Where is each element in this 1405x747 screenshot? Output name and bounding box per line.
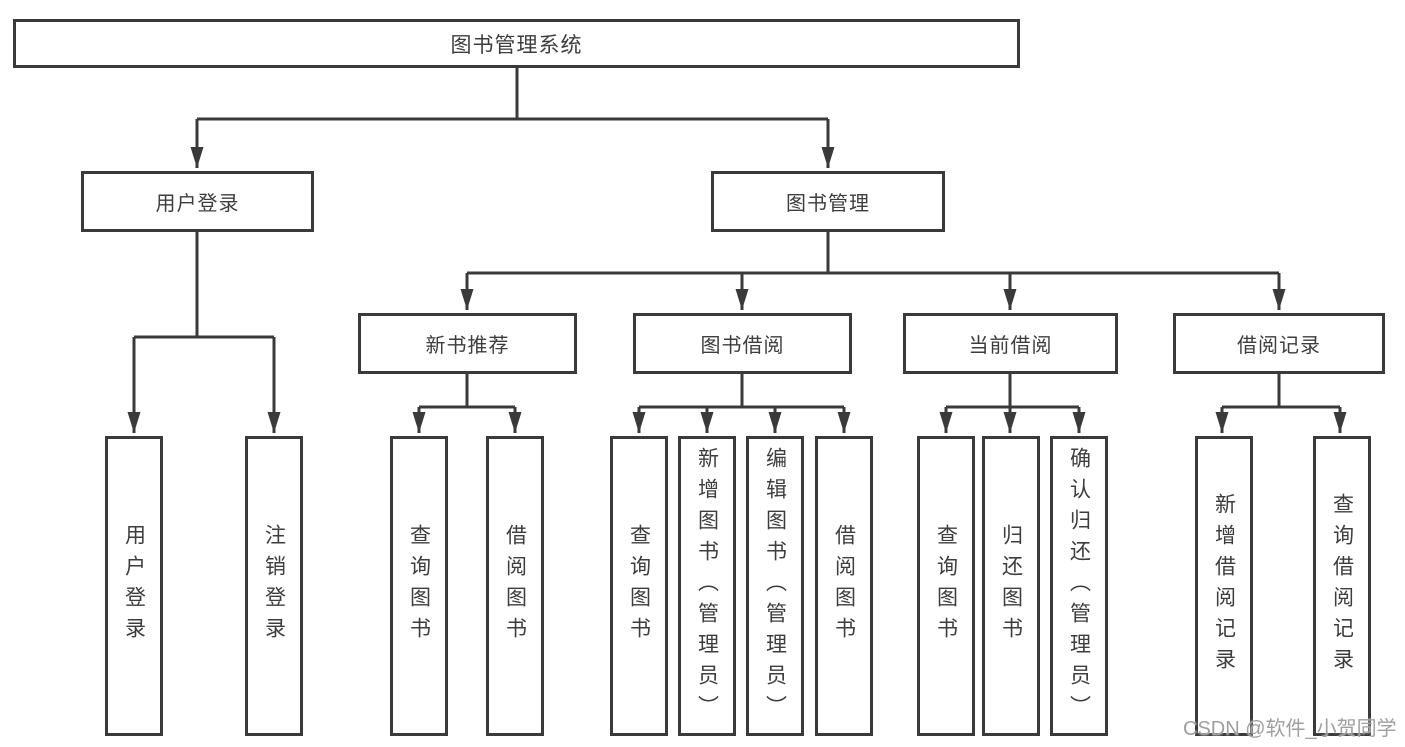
leaf-return-books-label: 归还图书 xyxy=(999,524,1023,648)
leaf-query-borrow-record-label: 查询借阅记录 xyxy=(1330,493,1354,679)
leaf-query-books-1-label: 查询图书 xyxy=(407,524,431,648)
leaf-add-books-admin: 新增图书（管理员） xyxy=(678,436,736,736)
connector-user-login-to-leaves xyxy=(127,232,281,433)
node-book-borrow: 图书借阅 xyxy=(633,313,852,374)
connector-root-to-level2 xyxy=(190,68,835,168)
node-current-borrow: 当前借阅 xyxy=(903,313,1118,374)
leaf-query-borrow-record: 查询借阅记录 xyxy=(1313,436,1371,736)
leaf-query-books-2-label: 查询图书 xyxy=(627,524,651,648)
leaf-borrow-books-1: 借阅图书 xyxy=(486,436,544,736)
leaf-borrow-books-1-label: 借阅图书 xyxy=(503,524,527,648)
leaf-query-books-3-label: 查询图书 xyxy=(934,524,958,648)
node-root-label: 图书管理系统 xyxy=(450,33,583,57)
node-user-login: 用户登录 xyxy=(81,171,314,232)
connector-current-borrow-to-leaves xyxy=(939,374,1086,433)
leaf-borrow-books-2-label: 借阅图书 xyxy=(832,524,856,648)
leaf-add-borrow-record: 新增借阅记录 xyxy=(1195,436,1253,736)
node-borrow-records: 借阅记录 xyxy=(1173,313,1385,374)
leaf-user-login: 用户登录 xyxy=(105,436,163,736)
connector-book-borrow-to-leaves xyxy=(632,374,851,433)
leaf-confirm-return-admin: 确认归还（管理员） xyxy=(1050,436,1108,736)
leaf-logout: 注销登录 xyxy=(245,436,303,736)
leaf-confirm-return-admin-label: 确认归还（管理员） xyxy=(1067,446,1091,726)
csdn-watermark: CSDN @软件_小贺同学 xyxy=(1183,718,1397,740)
node-book-borrow-label: 图书借阅 xyxy=(700,335,785,357)
connector-borrow-records-to-leaves xyxy=(1215,374,1347,433)
leaf-query-books-2: 查询图书 xyxy=(610,436,668,736)
connector-new-book-recommend-to-leaves xyxy=(412,374,522,433)
node-user-login-label: 用户登录 xyxy=(155,193,240,215)
node-root: 图书管理系统 xyxy=(13,19,1020,68)
node-new-book-recommend: 新书推荐 xyxy=(358,313,577,374)
leaf-add-books-admin-label: 新增图书（管理员） xyxy=(695,446,719,726)
node-book-management: 图书管理 xyxy=(711,171,945,232)
node-borrow-records-label: 借阅记录 xyxy=(1237,335,1321,357)
leaf-borrow-books-2: 借阅图书 xyxy=(815,436,873,736)
leaf-edit-books-admin: 编辑图书（管理员） xyxy=(746,436,804,736)
node-new-book-recommend-label: 新书推荐 xyxy=(425,335,510,357)
leaf-return-books: 归还图书 xyxy=(982,436,1040,736)
leaf-logout-label: 注销登录 xyxy=(262,524,286,648)
leaf-add-borrow-record-label: 新增借阅记录 xyxy=(1212,493,1236,679)
leaf-query-books-3: 查询图书 xyxy=(917,436,975,736)
node-current-borrow-label: 当前借阅 xyxy=(968,335,1053,357)
node-book-management-label: 图书管理 xyxy=(786,193,870,215)
connector-book-management-to-level3 xyxy=(460,232,1286,310)
leaf-edit-books-admin-label: 编辑图书（管理员） xyxy=(763,446,787,726)
leaf-query-books-1: 查询图书 xyxy=(390,436,448,736)
leaf-user-login-label: 用户登录 xyxy=(122,524,146,648)
